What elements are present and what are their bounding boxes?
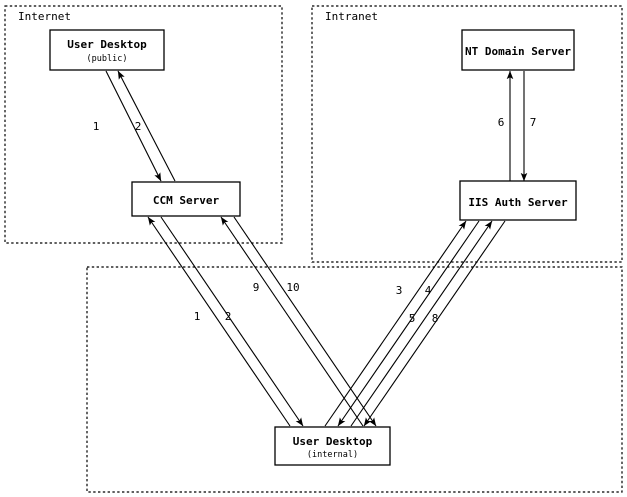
zone-boundary-internet <box>4 5 283 244</box>
flow-arrow-flow-3 <box>324 220 467 427</box>
zone-boundaries: Internet Intranet <box>4 5 623 493</box>
node-title-nt-domain-server: NT Domain Server <box>465 45 571 58</box>
zone-label-intranet: Intranet <box>325 10 378 23</box>
zone-label-internet: Internet <box>18 10 71 23</box>
node-nt-domain-server[interactable]: NT Domain Server <box>461 29 575 71</box>
flow-arrow-flow-5 <box>350 220 493 427</box>
step-label-flow-1-internal: 1 <box>194 310 201 323</box>
step-label-flow-9: 9 <box>253 281 260 294</box>
node-title-user-desktop-internal: User Desktop <box>293 435 373 448</box>
flow-arrow-flow-9 <box>220 216 364 427</box>
node-box-nt-domain-server <box>461 29 575 71</box>
step-label-flow-8: 8 <box>432 312 439 325</box>
flow-arrow-flow-1-public <box>105 70 162 182</box>
step-label-flow-5: 5 <box>409 312 416 325</box>
zone-boundary-internal-lan <box>86 266 623 493</box>
node-ccm-server[interactable]: CCM Server <box>131 181 241 217</box>
step-label-flow-3: 3 <box>396 284 403 297</box>
step-label-flow-4: 4 <box>425 284 432 297</box>
node-subtitle-user-desktop-internal: (internal) <box>307 450 358 460</box>
flow-arrows <box>105 70 528 427</box>
node-iis-auth-server[interactable]: IIS Auth Server <box>459 180 577 221</box>
flow-arrow-flow-4 <box>337 220 480 427</box>
node-user-desktop-internal[interactable]: User Desktop (internal) <box>274 426 391 466</box>
node-box-user-desktop-internal <box>274 426 391 466</box>
step-label-flow-2-public: 2 <box>135 120 142 133</box>
flow-arrow-flow-2-public <box>117 70 176 182</box>
flow-arrow-flow-10 <box>233 216 377 427</box>
node-box-user-desktop-public <box>49 29 165 71</box>
step-number-labels: 1 2 1 2 9 10 3 4 5 8 6 7 <box>93 116 537 325</box>
step-label-flow-2-internal: 2 <box>225 310 232 323</box>
step-label-flow-10: 10 <box>286 281 299 294</box>
flow-arrow-flow-1-internal <box>147 216 291 427</box>
step-label-flow-1-public: 1 <box>93 120 100 133</box>
step-label-flow-6: 6 <box>498 116 505 129</box>
node-boxes: User Desktop (public) CCM Server NT Domain … <box>49 29 577 466</box>
node-box-iis-auth-server <box>459 180 577 221</box>
node-title-user-desktop-public: User Desktop <box>67 38 147 51</box>
step-label-flow-7: 7 <box>530 116 537 129</box>
node-title-iis-auth-server: IIS Auth Server <box>468 196 568 209</box>
flow-arrow-flow-2-internal <box>160 216 304 427</box>
node-subtitle-user-desktop-public: (public) <box>87 54 128 64</box>
flow-arrow-flow-8 <box>363 220 506 427</box>
node-box-ccm-server <box>131 181 241 217</box>
zone-boundary-intranet <box>311 5 623 263</box>
node-title-ccm-server: CCM Server <box>153 194 220 207</box>
node-user-desktop-public[interactable]: User Desktop (public) <box>49 29 165 71</box>
